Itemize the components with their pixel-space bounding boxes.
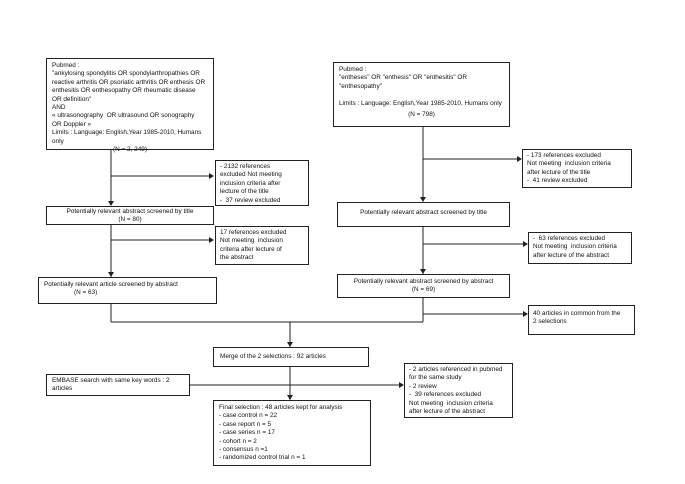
screened-by-abstract-right-label: Potentially relevant abstract screened b… [353, 278, 494, 285]
final-selection-line: - case series n = 17 [219, 429, 275, 437]
exclusion-line: - 2 articles referenced in pubmed [409, 366, 503, 373]
exclusion-line: inclusion criteria after [220, 179, 281, 187]
exclusion-line: - 2 review [409, 382, 437, 390]
exclusion-line: - 2132 references [220, 163, 271, 170]
screened-by-abstract-right-box: Potentially relevant abstract screened b… [337, 274, 510, 298]
screened-by-abstract-right-count: (N = 69) [411, 286, 436, 294]
final-selection-line: - case report n = 5 [219, 420, 272, 428]
exclusion-line: - 173 references excluded [527, 152, 601, 159]
exclusion-line: excluded Not meeting [220, 171, 282, 179]
pubmed-right-line: Limits : Language: English,Year 1985-201… [339, 99, 502, 107]
final-selection-line: - cohort n = 2 [219, 437, 257, 445]
common-articles-box: 40 articles in common from the 2 selecti… [528, 305, 635, 335]
pubmed-left-line: « ultrasonography OR ultrasound OR sonog… [52, 112, 195, 120]
final-selection-line: Final selection : 48 articles kept for a… [219, 404, 343, 411]
merge-label: Merge of the 2 selections : 92 articles [220, 353, 326, 360]
exclusion-line: - 39 references excluded [409, 391, 482, 399]
pubmed-left-line: OR Doppler » [52, 120, 92, 128]
merge-box: Merge of the 2 selections : 92 articles [213, 347, 369, 367]
screened-by-abstract-left-label: Potentially relevant article screened by… [44, 281, 178, 288]
exclusion-line: Not meeting inclusion criteria [409, 399, 493, 407]
pubmed-left-line: Limits : Language: English,Year 1985-201… [52, 129, 202, 137]
pubmed-left-line: "ankylosing spondylitis OR spondylarthro… [52, 70, 200, 78]
exclusion-line: - 37 review excluded [220, 196, 281, 204]
screened-by-abstract-left-box: Potentially relevant article screened by… [38, 277, 217, 304]
exclusion-line: Not meeting inclusion [220, 237, 283, 245]
exclusion-line: - 63 references excluded [533, 235, 606, 242]
embase-line: EMBASE search with same key words : 2 [52, 377, 170, 384]
exclusion-final-box: - 2 articles referenced in pubmed for th… [404, 363, 513, 418]
screened-by-title-left-count: (N = 80) [118, 216, 142, 223]
pubmed-left-line: OR definition" [52, 95, 92, 103]
pubmed-left-line: enthesitis OR enthesopathy OR rheumatic … [52, 87, 196, 95]
exclusion-line: lecture of the title [220, 188, 269, 196]
final-selection-line: - consensus n =1 [219, 446, 268, 454]
pubmed-left-line: reactive arthritis OR psoriatic arthriti… [52, 78, 206, 86]
pubmed-left-line: only [52, 137, 64, 145]
final-selection-box: Final selection : 48 articles kept for a… [213, 400, 371, 466]
final-selection-line: - case control n = 22 [219, 412, 278, 420]
exclusion-line: criteria after lecture of [220, 245, 282, 253]
pubmed-right-search-box: Pubmed : "entheses" OR "enthesis" OR "en… [333, 62, 510, 127]
exclusion-line: after lecture of the abstract [533, 251, 610, 259]
screened-by-title-left-box: Potentially relevant abstract screened b… [46, 206, 214, 225]
exclusion-line: - 41 review excluded [527, 177, 588, 185]
pubmed-left-count: (N = 2, 249) [113, 146, 147, 154]
pubmed-left-line: AND [52, 104, 66, 112]
exclusion-right-abstract-box: - 63 references excluded Not meeting inc… [528, 232, 632, 264]
exclusion-line: Not meeting inclusion criteria [527, 160, 611, 168]
pubmed-right-line: Pubmed : [339, 66, 367, 73]
common-articles-line: 40 articles in common from the [533, 310, 621, 317]
embase-box: EMBASE search with same key words : 2 ar… [46, 374, 190, 396]
exclusion-left-abstract-box: 17 references excluded Not meeting inclu… [215, 226, 309, 265]
exclusion-line: after lecture of the title [527, 168, 591, 176]
exclusion-line: after lecture of the abstract [409, 408, 486, 416]
common-articles-line: 2 selections [533, 318, 567, 326]
exclusion-line: for the same study [409, 374, 462, 382]
pubmed-left-line: Pubmed : [52, 62, 80, 69]
screened-by-abstract-left-count: (N = 63) [74, 289, 98, 297]
screened-by-title-right-box: Potentially relevant abstract screened b… [337, 202, 510, 227]
screened-by-title-left-label: Potentially relevant abstract screened b… [66, 208, 194, 215]
exclusion-line: the abstract [220, 254, 254, 262]
exclusion-left-title-box: - 2132 references excluded Not meeting i… [215, 160, 309, 206]
screened-by-title-right-label: Potentially relevant abstract screened b… [360, 209, 487, 216]
pubmed-left-search-box: Pubmed : "ankylosing spondylitis OR spon… [46, 58, 214, 153]
pubmed-right-count: (N = 798) [408, 111, 435, 119]
embase-line: articles [52, 385, 73, 393]
pubmed-right-line: "entheses" OR "enthesis" OR "enthesitis"… [339, 74, 469, 90]
pubmed-right-line [339, 91, 504, 99]
final-selection-line: - randomized control trial n = 1 [219, 454, 306, 462]
exclusion-line: 17 references excluded [220, 229, 287, 236]
exclusion-line: Not meeting inclusion criteria [533, 243, 617, 251]
exclusion-right-title-box: - 173 references excluded Not meeting in… [522, 149, 632, 188]
